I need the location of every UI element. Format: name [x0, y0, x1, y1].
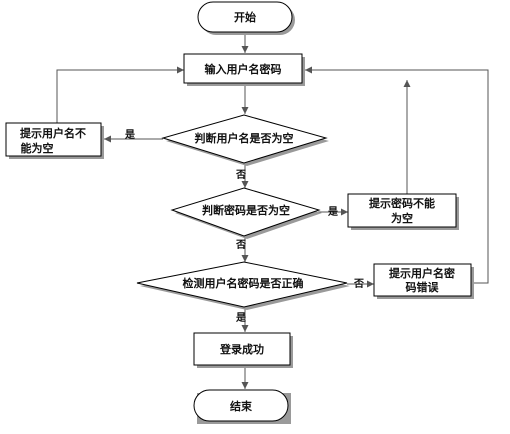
- check-username-decision: 判断用户名是否为空: [161, 114, 329, 166]
- login-success-label: 登录成功: [219, 342, 264, 356]
- check-username-label: 判断用户名是否为空: [195, 131, 294, 145]
- prompt-username-line1: 提示用户名不: [20, 126, 86, 140]
- check-credentials-decision: 检测用户名密码是否正确: [136, 261, 350, 310]
- prompt-error-box: 提示用户名密 码错误: [373, 263, 474, 299]
- input-process-box: 输入用户名密码: [183, 53, 305, 86]
- no-label-username: 否: [235, 169, 246, 181]
- prompt-username-box: 提示用户名不 能为空: [5, 122, 104, 159]
- start-label: 开始: [234, 10, 256, 24]
- input-label: 输入用户名密码: [205, 62, 282, 76]
- prompt-error-line2: 码错误: [406, 280, 440, 294]
- yes-label-password: 是: [327, 206, 338, 218]
- edge-labels: 是 否 是 否 否 是: [124, 129, 364, 324]
- login-success-box: 登录成功: [193, 332, 293, 368]
- prompt-username-line2: 能为空: [21, 141, 54, 155]
- connectors: [56, 33, 489, 389]
- check-credentials-label: 检测用户名密码是否正确: [183, 276, 304, 290]
- prompt-password-box: 提示密码不能 为空: [347, 193, 459, 230]
- edge-prompt-username-back-to-input: [56, 66, 184, 123]
- yes-label-username: 是: [124, 129, 135, 141]
- start-terminal: 开始: [197, 1, 295, 35]
- prompt-error-line1: 提示用户名密: [389, 266, 455, 280]
- end-terminal: 结束: [193, 389, 291, 424]
- end-label: 结束: [229, 399, 253, 413]
- no-label-password: 否: [235, 239, 246, 251]
- no-label-credentials: 否: [353, 278, 364, 290]
- prompt-password-line2: 为空: [391, 211, 413, 225]
- edge-prompt-error-back-to-input: [305, 66, 489, 284]
- check-password-label: 判断密码是否为空: [202, 203, 290, 217]
- check-password-decision: 判断密码是否为空: [170, 187, 322, 239]
- prompt-password-line1: 提示密码不能: [369, 196, 435, 210]
- yes-label-credentials: 是: [235, 312, 246, 324]
